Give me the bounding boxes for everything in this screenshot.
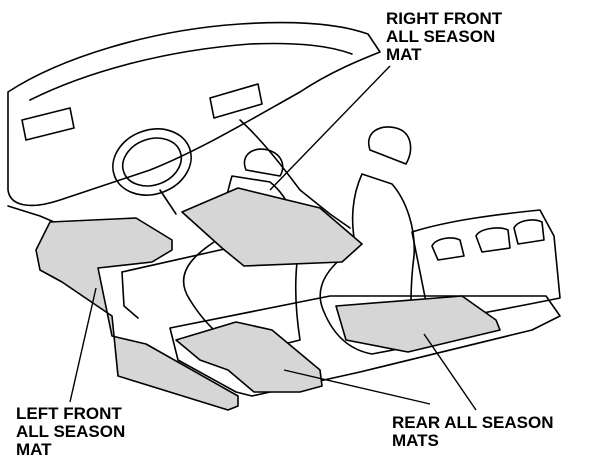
right-front-seat-headrest — [367, 126, 412, 165]
leader-rear-right — [423, 333, 477, 411]
left-front-mat — [35, 217, 239, 411]
steering-wheel — [112, 128, 192, 196]
right-front-mat-label: RIGHT FRONT ALL SEASON MAT — [386, 9, 503, 64]
rear-seat-headrest-3 — [513, 219, 545, 245]
leader-rear-left — [283, 369, 431, 405]
leader-left-front — [69, 287, 97, 403]
leader-right-front — [269, 65, 391, 191]
leader-lines — [69, 65, 477, 411]
rear-mat-right — [335, 295, 501, 353]
left-front-mat-label: LEFT FRONT ALL SEASON MAT — [16, 404, 126, 459]
dashboard-vent-center — [209, 83, 263, 119]
rear-floor-edge — [169, 295, 561, 397]
rear-seat-headrest-2 — [475, 227, 511, 253]
dashboard-vent-left — [21, 107, 75, 141]
left-front-seat-headrest — [243, 148, 284, 177]
dashboard-outline — [7, 21, 381, 207]
right-front-mat — [181, 187, 363, 267]
center-console — [239, 119, 351, 229]
floor-edge-left — [7, 205, 55, 223]
rear-seat-headrest-1 — [431, 237, 465, 261]
rear-mats-label: REAR ALL SEASON MATS — [392, 413, 554, 450]
dashboard-inner-line — [29, 42, 353, 101]
steering-wheel-inner — [121, 137, 183, 187]
mats — [35, 187, 501, 411]
steering-column — [159, 189, 177, 215]
rear-mat-left — [175, 321, 323, 393]
b-pillar — [121, 271, 139, 319]
